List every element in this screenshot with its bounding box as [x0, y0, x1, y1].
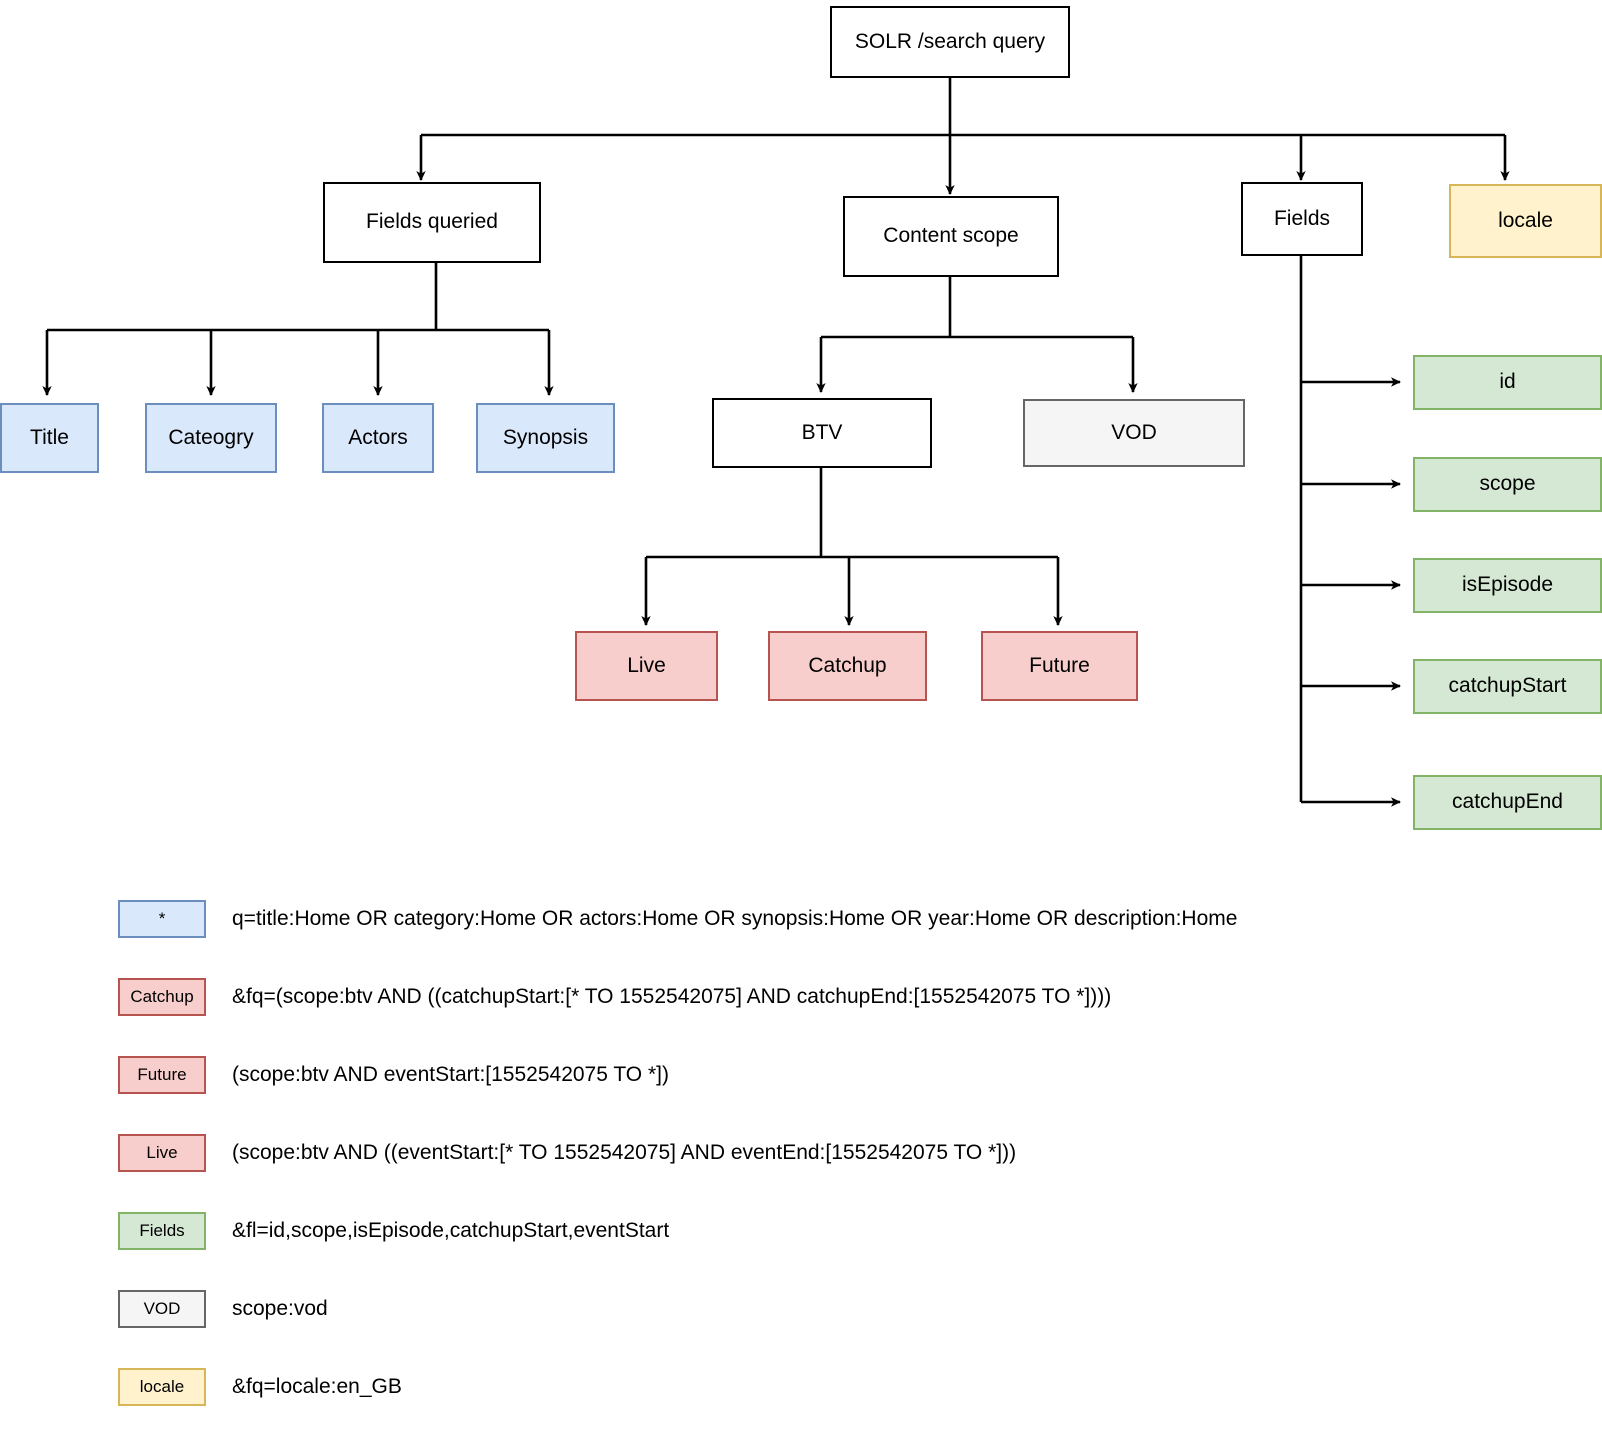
legend-description: &fq=(scope:btv AND ((catchupStart:[* TO …	[232, 985, 1112, 1008]
legend-row: Catchup &fq=(scope:btv AND ((catchupStar…	[0, 958, 1602, 1036]
node-label: Cateogry	[168, 425, 254, 449]
node-content-scope[interactable]: Content scope	[843, 196, 1059, 277]
node-label: isEpisode	[1461, 573, 1554, 597]
legend-description: &fl=id,scope,isEpisode,catchupStart,even…	[232, 1219, 670, 1242]
legend-swatch-label: VOD	[143, 1299, 181, 1318]
legend-row: Fields &fl=id,scope,isEpisode,catchupSta…	[0, 1192, 1602, 1270]
node-field-catchupend[interactable]: catchupEnd	[1413, 775, 1602, 830]
node-synopsis[interactable]: Synopsis	[476, 403, 615, 473]
node-label: Actors	[348, 425, 408, 449]
node-solr-search-query[interactable]: SOLR /search query	[830, 6, 1070, 78]
legend-swatch-label: Fields	[139, 1221, 185, 1240]
node-fields[interactable]: Fields	[1241, 182, 1363, 256]
legend-swatch-label: *	[158, 909, 166, 928]
legend-row: Live (scope:btv AND ((eventStart:[* TO 1…	[0, 1114, 1602, 1192]
node-category[interactable]: Cateogry	[145, 403, 277, 473]
node-locale[interactable]: locale	[1449, 184, 1602, 258]
node-label: id	[1499, 370, 1516, 394]
node-live[interactable]: Live	[575, 631, 718, 701]
legend-description: (scope:btv AND ((eventStart:[* TO 155254…	[232, 1141, 1017, 1164]
node-label: scope	[1479, 472, 1536, 496]
node-catchup[interactable]: Catchup	[768, 631, 927, 701]
node-field-id[interactable]: id	[1413, 355, 1602, 410]
legend-swatch: Future	[118, 1056, 206, 1094]
node-title[interactable]: Title	[0, 403, 99, 473]
legend-description: &fq=locale:en_GB	[232, 1375, 402, 1398]
legend-swatch: VOD	[118, 1290, 206, 1328]
legend-row: * q=title:Home OR category:Home OR actor…	[0, 880, 1602, 958]
legend-swatch-label: Live	[146, 1143, 178, 1162]
node-label: Future	[1029, 653, 1090, 677]
node-label: catchupStart	[1448, 674, 1567, 698]
node-label: Title	[30, 425, 69, 449]
node-label: Content scope	[883, 224, 1019, 248]
node-vod[interactable]: VOD	[1023, 399, 1245, 467]
node-fields-queried[interactable]: Fields queried	[323, 182, 541, 263]
node-label: Catchup	[808, 653, 887, 677]
node-field-isepisode[interactable]: isEpisode	[1413, 558, 1602, 613]
node-label: VOD	[1111, 420, 1157, 444]
legend-swatch-label: locale	[139, 1377, 185, 1396]
node-field-scope[interactable]: scope	[1413, 457, 1602, 512]
legend-swatch: Fields	[118, 1212, 206, 1250]
legend-row: VOD scope:vod	[0, 1270, 1602, 1348]
legend: * q=title:Home OR category:Home OR actor…	[0, 880, 1602, 1426]
node-btv[interactable]: BTV	[712, 398, 932, 468]
node-label: Fields queried	[366, 210, 498, 234]
legend-swatch: Live	[118, 1134, 206, 1172]
legend-swatch-label: Catchup	[130, 987, 194, 1006]
node-label: catchupEnd	[1452, 790, 1563, 814]
legend-row: locale &fq=locale:en_GB	[0, 1348, 1602, 1426]
node-label: Fields	[1273, 206, 1331, 230]
legend-swatch: Catchup	[118, 978, 206, 1016]
legend-swatch-label: Future	[137, 1065, 187, 1084]
node-label: locale	[1498, 208, 1553, 232]
legend-swatch: *	[118, 900, 206, 938]
legend-description: q=title:Home OR category:Home OR actors:…	[232, 907, 1238, 930]
node-label: BTV	[801, 420, 843, 444]
node-label: Synopsis	[502, 425, 589, 449]
legend-swatch: locale	[118, 1368, 206, 1406]
legend-description: scope:vod	[232, 1297, 328, 1320]
node-field-catchupstart[interactable]: catchupStart	[1413, 659, 1602, 714]
legend-description: (scope:btv AND eventStart:[1552542075 TO…	[232, 1063, 669, 1086]
node-future[interactable]: Future	[981, 631, 1138, 701]
node-label: Live	[627, 653, 666, 677]
legend-row: Future (scope:btv AND eventStart:[155254…	[0, 1036, 1602, 1114]
node-label: SOLR /search query	[854, 29, 1046, 53]
node-actors[interactable]: Actors	[322, 403, 434, 473]
